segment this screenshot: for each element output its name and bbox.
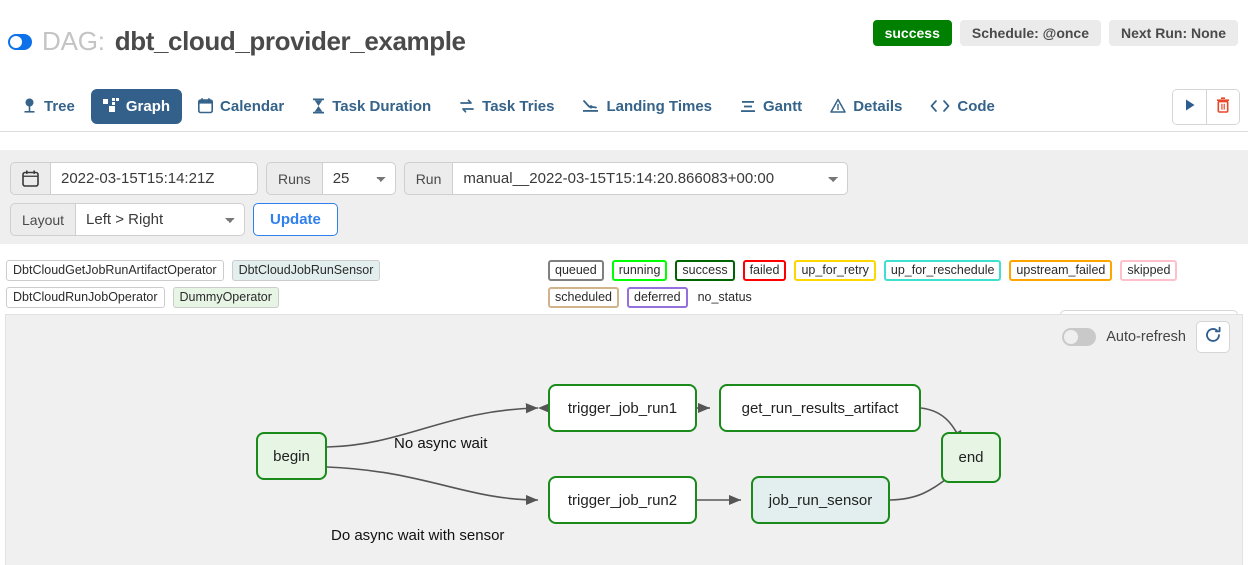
filter-row-secondary: Layout Left > RightRight > LeftTop > Bot… — [10, 203, 1238, 236]
status-legend-chip[interactable]: up_for_retry — [794, 260, 876, 281]
tab-calendar[interactable]: Calendar — [186, 89, 296, 124]
status-legend-chip[interactable]: skipped — [1120, 260, 1178, 281]
dag-node-label: end — [958, 449, 984, 466]
tab-gantt[interactable]: Gantt — [728, 89, 814, 124]
operator-legend-chip[interactable]: DummyOperator — [172, 287, 279, 308]
dag-graph-canvas[interactable]: begin trigger_job_run1 get_run_results_art… — [6, 315, 1242, 565]
tab-label: Graph — [125, 97, 171, 115]
refresh-button[interactable] — [1196, 321, 1230, 353]
status-badge: success — [872, 20, 952, 46]
status-legend-chip[interactable]: scheduled — [548, 287, 619, 308]
execution-date-group — [10, 162, 258, 195]
trigger-dag-button[interactable] — [1173, 90, 1206, 124]
dag-action-buttons — [1172, 89, 1240, 125]
tab-label: Tree — [44, 97, 75, 115]
dag-view-tabbar: Tree Graph Calendar Task Duration Task T — [0, 80, 1248, 132]
tab-label: Calendar — [220, 97, 285, 115]
tab-list: Tree Graph Calendar Task Duration Task T — [10, 80, 1007, 132]
retry-icon — [459, 98, 475, 114]
status-legend-chip[interactable]: queued — [548, 260, 604, 281]
tab-task-tries[interactable]: Task Tries — [447, 89, 566, 124]
tab-landing-times[interactable]: Landing Times — [570, 89, 724, 124]
run-select[interactable]: manual__2022-03-15T15:14:20.866083+00:00 — [452, 162, 849, 195]
tab-task-duration[interactable]: Task Duration — [300, 89, 443, 124]
tree-icon — [22, 98, 37, 114]
layout-label: Layout — [10, 203, 76, 236]
status-legend-chip[interactable]: failed — [742, 260, 787, 281]
update-button[interactable]: Update — [253, 203, 338, 236]
dag-node-label: trigger_job_run1 — [567, 399, 678, 417]
refresh-icon — [1204, 326, 1222, 349]
dag-pause-toggle[interactable] — [8, 33, 32, 50]
dag-node-trigger_job_run2[interactable]: trigger_job_run2 — [548, 476, 697, 524]
tab-graph[interactable]: Graph — [90, 88, 183, 124]
trash-icon — [1216, 96, 1230, 118]
dag-graph-panel: Auto-refresh — [5, 314, 1243, 565]
dag-name: dbt_cloud_provider_example — [114, 26, 466, 56]
runs-count-select[interactable]: 52550100365 — [321, 162, 396, 195]
dag-filter-bar: Runs 52550100365 Run manual__2022-03-15T… — [0, 150, 1248, 345]
status-legend-chip[interactable]: success — [675, 260, 735, 281]
triangle-info-icon — [830, 98, 846, 114]
status-legend-chip[interactable]: up_for_reschedule — [883, 260, 1002, 281]
graph-toolbar: Auto-refresh — [1062, 321, 1230, 353]
tab-label: Landing Times — [606, 97, 713, 115]
hourglass-icon — [312, 98, 325, 114]
tab-details[interactable]: Details — [818, 89, 914, 124]
calendar-icon — [198, 98, 214, 114]
dag-node-begin[interactable]: begin — [256, 432, 327, 480]
tab-label: Task Duration — [332, 97, 432, 115]
dag-edges — [326, 402, 963, 506]
dag-node-end[interactable]: end — [941, 432, 1001, 483]
play-icon — [1183, 98, 1197, 117]
dag-node-trigger_job_run1[interactable]: trigger_job_run1 — [548, 384, 697, 432]
page-title: DAG: dbt_cloud_provider_example — [8, 26, 466, 57]
graph-icon — [102, 98, 119, 114]
layout-select[interactable]: Left > RightRight > LeftTop > BottomBott… — [75, 203, 246, 236]
dag-node-label: trigger_job_run2 — [567, 491, 678, 509]
gantt-icon — [740, 98, 756, 114]
operator-legend-chip[interactable]: DbtCloudGetJobRunArtifactOperator — [6, 260, 224, 281]
code-icon — [930, 99, 950, 113]
landing-icon — [582, 98, 599, 114]
status-legend-chip[interactable]: deferred — [627, 287, 688, 308]
tab-code[interactable]: Code — [918, 89, 1007, 124]
dag-label: DAG: — [42, 26, 105, 56]
run-group: Run manual__2022-03-15T15:14:20.866083+0… — [403, 162, 849, 195]
runs-count-group: Runs 52550100365 — [266, 162, 396, 195]
delete-dag-button[interactable] — [1206, 90, 1239, 124]
schedule-badge: Schedule: @once — [959, 20, 1101, 46]
run-label: Run — [403, 162, 453, 195]
dag-node-label: get_run_results_artifact — [741, 399, 899, 417]
status-legend-chip[interactable]: running — [611, 260, 668, 281]
operator-legend-chip[interactable]: DbtCloudJobRunSensor — [231, 260, 381, 281]
dag-node-job_run_sensor[interactable]: job_run_sensor — [751, 476, 890, 524]
filter-row-primary: Runs 52550100365 Run manual__2022-03-15T… — [10, 162, 1238, 195]
tab-label: Gantt — [763, 97, 803, 115]
status-legend: queued running success failed up_for_retry up… — [548, 260, 1248, 308]
dag-edge-label: No async wait — [394, 435, 488, 452]
dag-edge-label: Do async wait with sensor — [331, 527, 505, 544]
page-header: DAG: dbt_cloud_provider_example success … — [0, 0, 1248, 72]
execution-date-input[interactable] — [50, 162, 258, 195]
header-badges: success Schedule: @once Next Run: None — [872, 20, 1238, 46]
layout-group: Layout Left > RightRight > LeftTop > Bot… — [10, 203, 246, 236]
next-run-badge: Next Run: None — [1109, 20, 1238, 46]
operator-legend-chip[interactable]: DbtCloudRunJobOperator — [6, 287, 165, 308]
tab-label: Details — [853, 97, 903, 115]
status-legend-chip[interactable]: no_status — [697, 290, 752, 304]
dag-node-label: job_run_sensor — [768, 491, 873, 509]
runs-label: Runs — [266, 162, 322, 195]
calendar-icon[interactable] — [10, 162, 50, 195]
tab-label: Task Tries — [482, 97, 555, 115]
dag-node-get_run_results_artifact[interactable]: get_run_results_artifact — [719, 384, 921, 432]
auto-refresh-label: Auto-refresh — [1106, 329, 1186, 345]
tab-label: Code — [957, 97, 995, 115]
auto-refresh-toggle[interactable] — [1062, 328, 1097, 346]
dag-node-label: begin — [273, 447, 310, 465]
tab-tree[interactable]: Tree — [10, 89, 87, 124]
status-legend-chip[interactable]: upstream_failed — [1009, 260, 1113, 281]
